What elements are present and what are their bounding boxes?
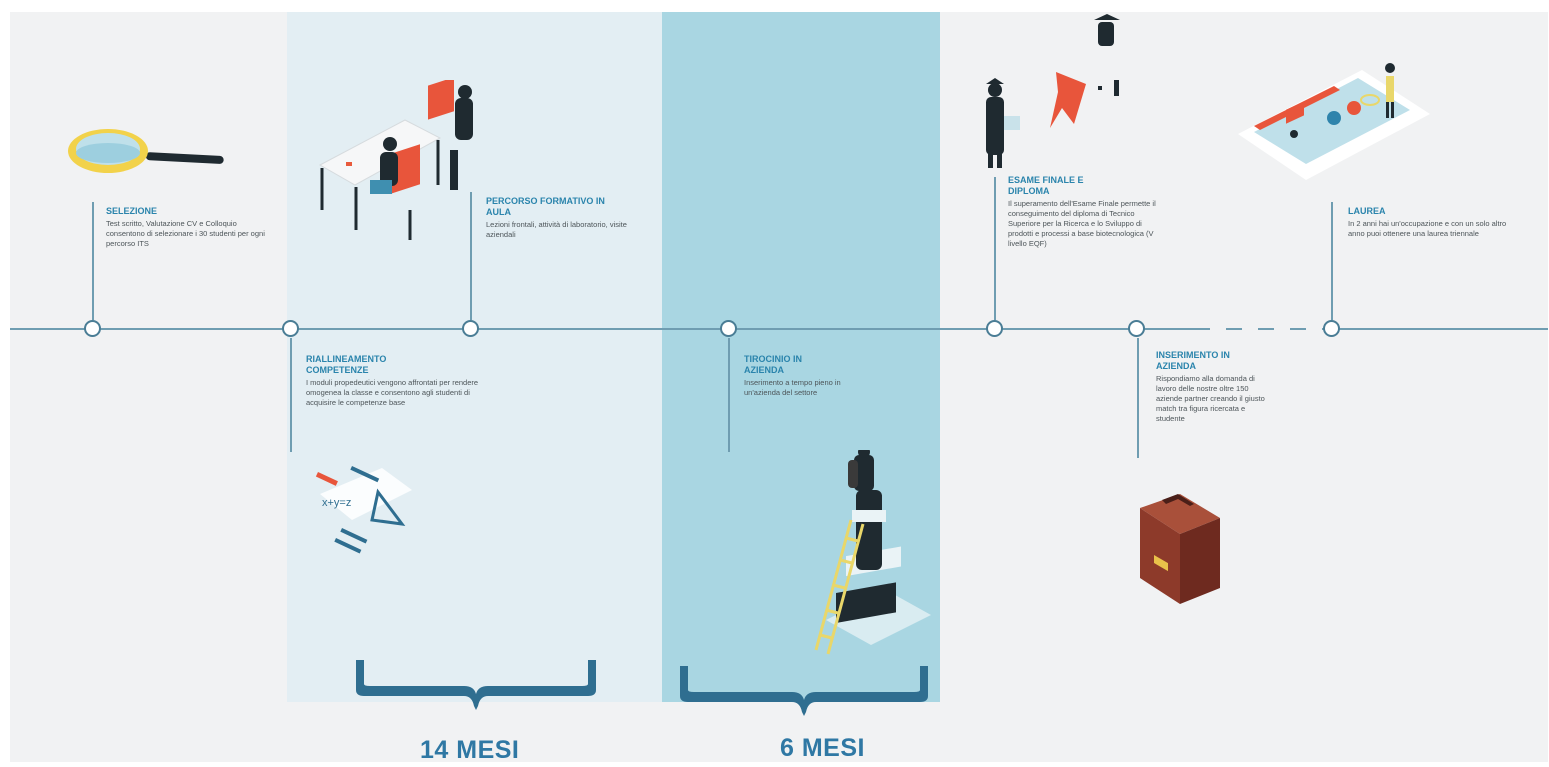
node-percorso (462, 320, 479, 337)
timeline-infographic: SELEZIONE Test scritto, Valutazione CV e… (10, 12, 1548, 762)
step-tirocinio: TIROCINIO IN AZIENDA Inserimento a tempo… (744, 354, 864, 398)
step-esame-desc: Il superamento dell'Esame Finale permett… (1008, 199, 1156, 248)
step-selezione: SELEZIONE Test scritto, Valutazione CV e… (106, 206, 266, 249)
timeline-axis (10, 328, 1548, 330)
step-percorso: PERCORSO FORMATIVO IN AULA Lezioni front… (486, 196, 636, 240)
phase-band-14-months (287, 12, 662, 702)
brace-14-months (356, 660, 596, 710)
step-riallineamento-title: RIALLINEAMENTO COMPETENZE (306, 354, 387, 375)
step-riallineamento-desc: I moduli propedeutici vengono affrontati… (306, 378, 479, 407)
connector-laurea (1331, 202, 1333, 320)
step-percorso-desc: Lezioni frontali, attività di laboratori… (486, 220, 627, 239)
duration-6-months: 6 MESI (780, 734, 865, 762)
step-inserimento-title: INSERIMENTO IN AZIENDA (1156, 350, 1230, 371)
node-selezione (84, 320, 101, 337)
math-tools-icon: x+y=z (315, 465, 412, 554)
step-inserimento-desc: Rispondiamo alla domanda di lavoro delle… (1156, 374, 1265, 423)
connector-inserimento (1137, 338, 1139, 458)
graduation-icon (986, 14, 1120, 168)
microscope-icon (814, 450, 931, 655)
formula-text: x+y=z (322, 497, 351, 509)
connector-esame (994, 177, 996, 320)
step-riallineamento: RIALLINEAMENTO COMPETENZE I moduli prope… (306, 354, 491, 408)
connector-tirocinio (728, 338, 730, 452)
node-laurea (1323, 320, 1340, 337)
node-esame (986, 320, 1003, 337)
job-board-icon (1238, 63, 1430, 180)
step-laurea: LAUREA In 2 anni hai un'occupazione e co… (1348, 206, 1518, 239)
step-laurea-desc: In 2 anni hai un'occupazione e con un so… (1348, 219, 1507, 238)
step-esame-title: ESAME FINALE E DIPLOMA (1008, 175, 1084, 196)
timeline-gap (1274, 328, 1290, 330)
step-selezione-title: SELEZIONE (106, 206, 158, 216)
brace-6-months (680, 666, 928, 716)
node-inserimento (1128, 320, 1145, 337)
step-tirocinio-title: TIROCINIO IN AZIENDA (744, 354, 802, 375)
step-inserimento: INSERIMENTO IN AZIENDA Rispondiamo alla … (1156, 350, 1271, 424)
connector-percorso (470, 192, 472, 320)
connector-riallineamento (290, 338, 292, 452)
step-esame: ESAME FINALE E DIPLOMA Il superamento de… (1008, 175, 1163, 249)
node-tirocinio (720, 320, 737, 337)
timeline-gap (1306, 328, 1322, 330)
node-riallineamento (282, 320, 299, 337)
timeline-gap (1242, 328, 1258, 330)
briefcase-icon (1140, 494, 1220, 604)
step-selezione-desc: Test scritto, Valutazione CV e Colloquio… (106, 219, 265, 248)
step-laurea-title: LAUREA (1348, 206, 1386, 216)
step-percorso-title: PERCORSO FORMATIVO IN AULA (486, 196, 605, 217)
timeline-gap (1210, 328, 1226, 330)
magnifier-icon (68, 129, 224, 173)
step-tirocinio-desc: Inserimento a tempo pieno in un'azienda … (744, 378, 841, 397)
duration-14-months: 14 MESI (420, 736, 520, 762)
classroom-icon (318, 80, 473, 240)
connector-selezione (92, 202, 94, 320)
